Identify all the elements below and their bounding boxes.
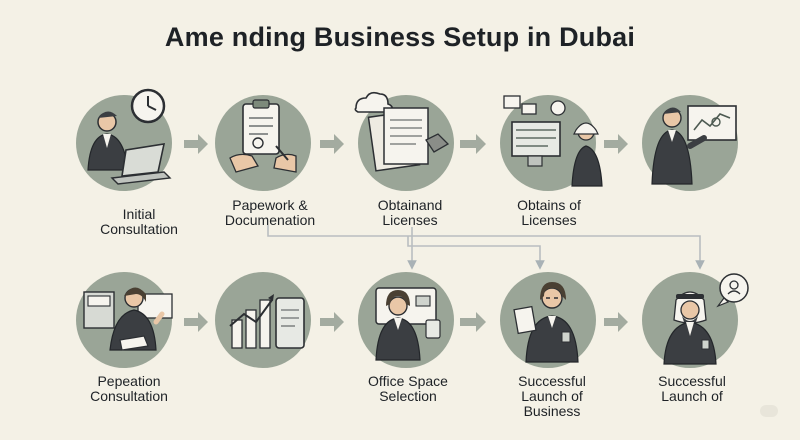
step-label: Initial Consultation xyxy=(100,206,178,237)
flow-arrow xyxy=(320,134,344,154)
step-label: Pepeation Consultation xyxy=(90,373,168,404)
step-label: Successful Launch of xyxy=(658,373,726,404)
step-3-illustration xyxy=(354,91,454,191)
step-2-illustration xyxy=(215,95,311,191)
speech-bubble-icon xyxy=(716,273,749,308)
cloud-icon xyxy=(354,91,394,113)
step-5-illustration xyxy=(642,95,738,191)
clock-icon xyxy=(130,88,166,124)
flow-arrow xyxy=(604,134,628,154)
step-label: Obtainand Licenses xyxy=(377,197,443,228)
flow-arrow xyxy=(604,312,628,332)
tablet-icon xyxy=(275,297,305,349)
step-4-illustration xyxy=(500,95,603,191)
connector-line xyxy=(411,227,705,270)
whiteboard-icon xyxy=(687,105,737,141)
step-8-illustration xyxy=(358,272,454,368)
step-10-illustration xyxy=(642,272,749,368)
step-6-illustration xyxy=(76,272,173,368)
flow-arrow xyxy=(320,312,344,332)
step-label: Office Space Selection xyxy=(368,373,448,404)
document-stack-icon xyxy=(367,107,429,172)
monitor-icon xyxy=(511,121,561,167)
bar-chart-icon xyxy=(229,294,274,349)
flow-arrow xyxy=(460,312,486,332)
step-label: Obtains of Licenses xyxy=(517,197,581,228)
step-label: Papework & Documenation xyxy=(224,197,316,228)
connector-line xyxy=(407,236,545,270)
diagram-title: Ame nding Business Setup in Dubai xyxy=(164,22,636,52)
step-label: Successful Launch of Business xyxy=(518,373,586,419)
step-1-illustration xyxy=(76,88,172,191)
flow-arrows-row-2 xyxy=(184,312,628,332)
connector-lines xyxy=(267,225,705,270)
laptop-icon xyxy=(110,143,172,185)
flow-arrow xyxy=(184,312,208,332)
flow-arrow xyxy=(460,134,486,154)
connector-line xyxy=(267,225,412,237)
clipboard-icon xyxy=(242,99,280,155)
step-7-illustration xyxy=(215,272,311,368)
corner-watermark xyxy=(760,405,778,417)
flow-arrows-row-1 xyxy=(184,134,628,154)
printer-icon xyxy=(83,291,115,329)
step-9-illustration xyxy=(500,272,596,368)
flow-arrow xyxy=(184,134,208,154)
